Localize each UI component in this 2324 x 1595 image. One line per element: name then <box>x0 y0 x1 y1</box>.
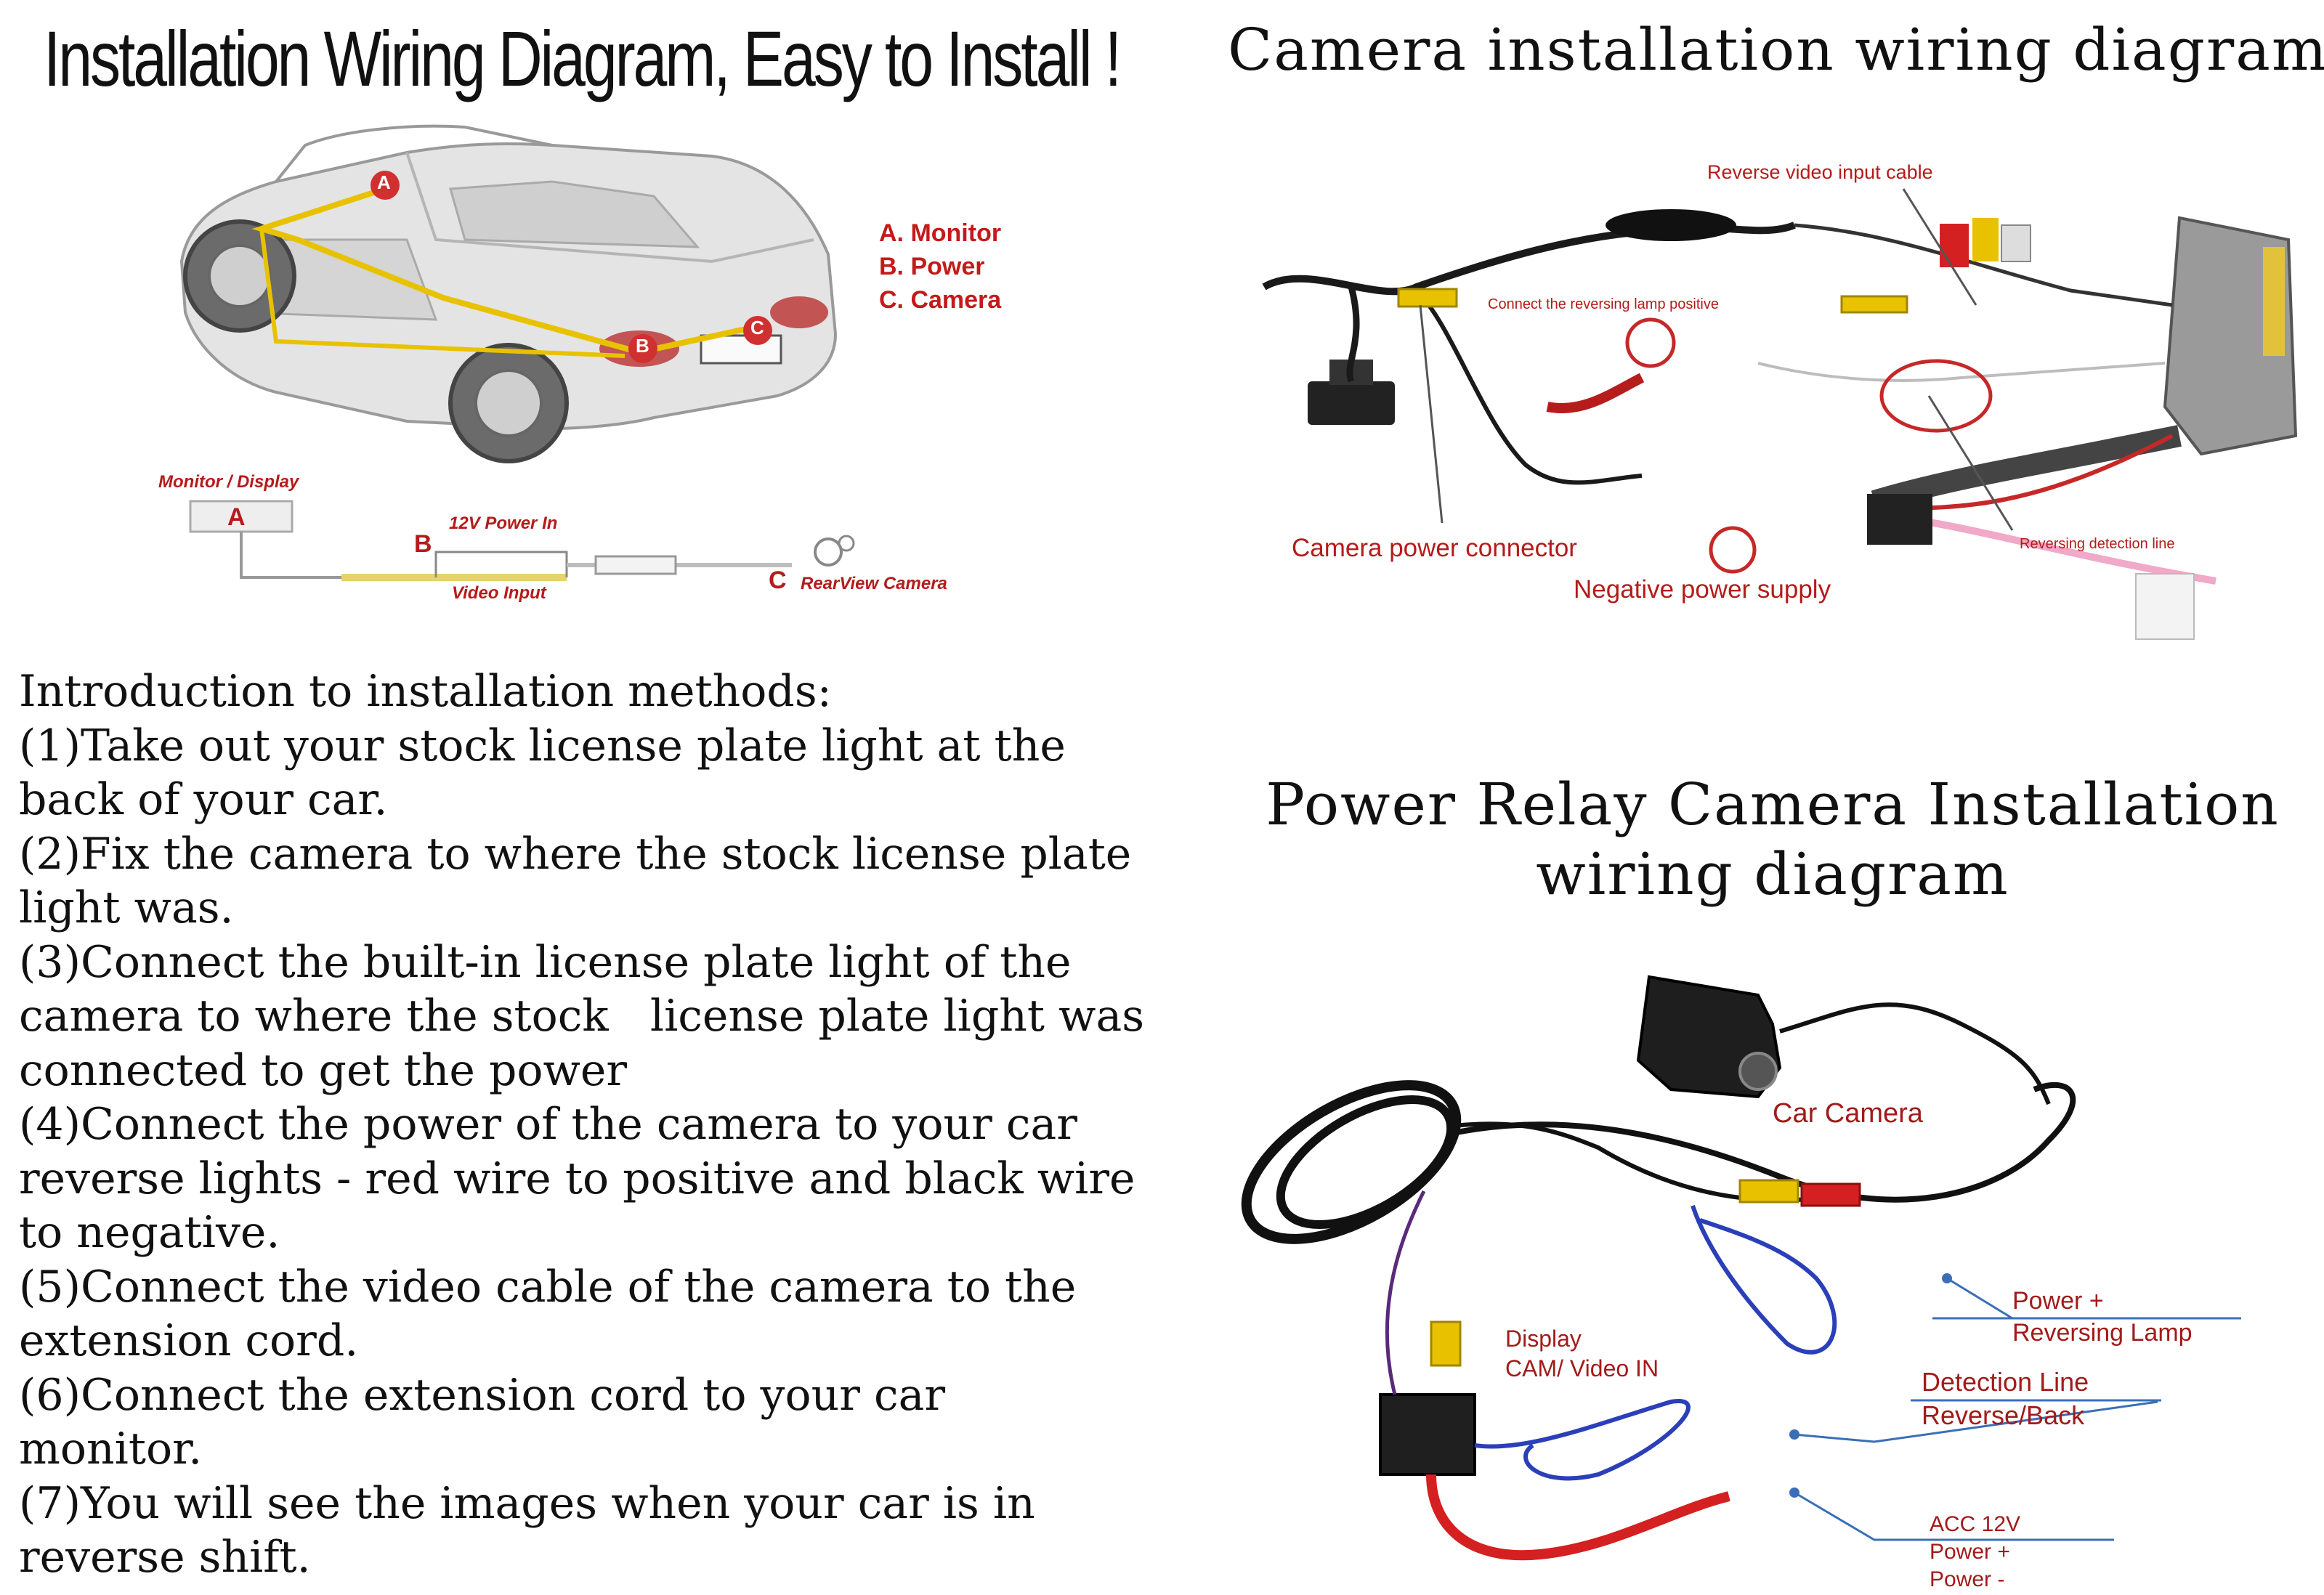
lamp-positive-circle <box>1625 317 1676 368</box>
reversing-lamp-label: Connect the reversing lamp positive <box>1488 296 1719 312</box>
instruction-line: (4)Connect the power of the camera to yo… <box>19 1099 1077 1150</box>
instruction-line: back of your car. <box>19 774 388 825</box>
relay-wiring-photo <box>1241 975 2241 1561</box>
relay-detection-line-label: Detection Line <box>1922 1367 2089 1397</box>
relay-video-in-label: CAM/ Video IN <box>1505 1355 1659 1381</box>
car-body <box>179 124 838 463</box>
schematic-power-label: 12V Power In <box>449 514 558 533</box>
relay-reversing-lamp-label: Reversing Lamp <box>2012 1319 2193 1347</box>
relay-reverse-back-label: Reverse/Back <box>1922 1400 2085 1430</box>
relay-acc-power-plus-label: Power + <box>1930 1540 2010 1564</box>
legend-camera: C. Camera <box>879 286 1002 314</box>
relay-car-camera <box>1636 975 1782 1099</box>
instruction-line: reverse shift. <box>19 1532 311 1583</box>
schematic-wiring <box>189 500 855 581</box>
reverse-video-label: Reverse video input cable <box>1707 161 1933 183</box>
detection-line-circle <box>1879 359 1993 433</box>
camera-unit <box>1308 381 1395 425</box>
car-wire-route <box>251 186 756 358</box>
relay-diagram-title: Power Relay Camera Installation wiring d… <box>1228 770 2317 909</box>
camera-power-label: Camera power connector <box>1292 534 1577 562</box>
schematic-camera-marker: C <box>769 567 787 594</box>
relay-title-line2: wiring diagram <box>1536 840 2009 908</box>
negative-circle <box>1709 526 1757 574</box>
instruction-line: connected to get the power <box>19 1044 628 1096</box>
schematic-monitor-label: Monitor / Display <box>158 472 299 492</box>
schematic-marker-b: B <box>414 530 432 558</box>
relay-title-line1: Power Relay Camera Installation <box>1266 771 2280 838</box>
installation-instructions: Introduction to installation methods: (1… <box>19 665 1181 1585</box>
instruction-line: reverse lights - red wire to positive an… <box>19 1153 1135 1204</box>
schematic-video-label: Video Input <box>452 583 546 603</box>
instruction-line: extension cord. <box>19 1315 359 1366</box>
instruction-line: (1)Take out your stock license plate lig… <box>19 720 1066 771</box>
instruction-line: to negative. <box>19 1207 280 1258</box>
legend-power: B. Power <box>879 253 985 280</box>
detection-line-label: Reversing detection line <box>2020 536 2175 552</box>
car-legend: A. Monitor B. Power C. Camera <box>879 216 1001 317</box>
car-marker-b-label: B <box>636 335 649 357</box>
instructions-heading: Introduction to installation methods: <box>19 666 832 717</box>
relay-power-plus-label: Power + <box>2012 1287 2104 1315</box>
instruction-line: (5)Connect the video cable of the camera… <box>19 1261 1077 1312</box>
schematic-marker-a: A <box>227 503 246 531</box>
relay-acc-power-minus-label: Power - <box>1930 1567 2005 1591</box>
instruction-line: (7)You will see the images when your car… <box>19 1477 1035 1529</box>
car-marker-a-label: A <box>377 171 391 193</box>
car-marker-c-label: C <box>750 317 764 338</box>
legend-monitor: A. Monitor <box>879 219 1002 247</box>
head-unit <box>2163 216 2298 456</box>
negative-power-label: Negative power supply <box>1574 575 1831 604</box>
camera-diagram-title: Camera installation wiring diagram <box>1228 16 2324 84</box>
main-title: Installation Wiring Diagram, Easy to Ins… <box>44 15 1122 102</box>
camera-wiring-photo <box>1262 188 2298 640</box>
relay-car-camera-label: Car Camera <box>1773 1098 1923 1129</box>
instruction-line: camera to where the stock license plate … <box>19 991 1145 1042</box>
instruction-line: (3)Connect the built-in license plate li… <box>19 936 1072 988</box>
relay-display-label: Display <box>1505 1326 1582 1352</box>
instruction-line: (2)Fix the camera to where the stock lic… <box>19 828 1132 880</box>
instruction-line: (6)Connect the extension cord to your ca… <box>19 1369 946 1421</box>
instruction-line: monitor. <box>19 1424 203 1474</box>
relay-acc-label: ACC 12V <box>1930 1512 2021 1536</box>
schematic-camera-label: RearView Camera <box>801 574 947 593</box>
instruction-line: light was. <box>19 882 234 933</box>
relay-box <box>1379 1393 1476 1476</box>
rearview-camera-icon <box>814 537 843 567</box>
